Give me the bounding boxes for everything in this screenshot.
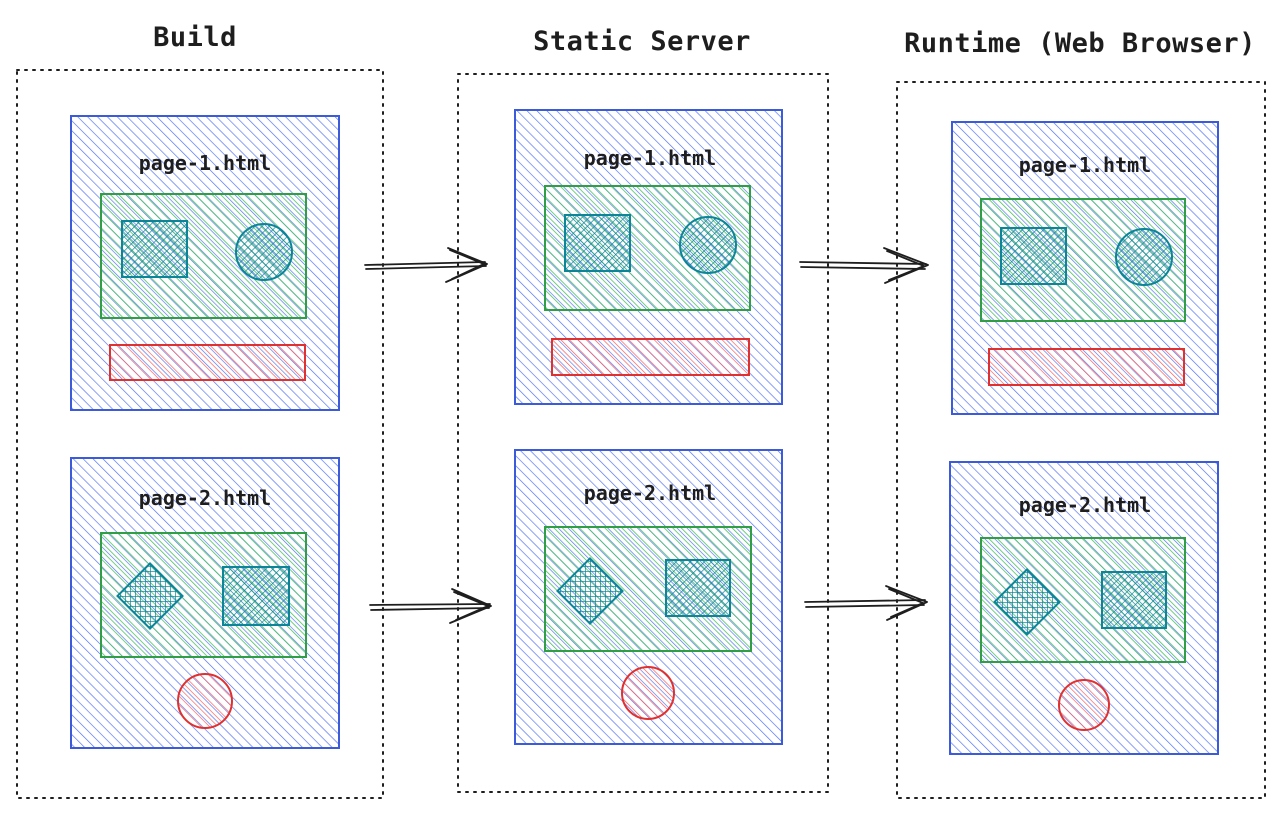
page-label: page-1.html (584, 146, 716, 170)
stage-frame-runtime (896, 81, 1266, 799)
page-card-static-server-page-2: page-2.html (514, 449, 783, 745)
red-circle-shape (1058, 679, 1110, 731)
stage-frame-static-server (457, 73, 829, 793)
page-label: page-2.html (584, 481, 716, 505)
arrow-server-to-runtime-page-2 (804, 585, 928, 621)
page-card-build-page-1: page-1.html (70, 115, 340, 411)
page-label: page-2.html (139, 486, 271, 510)
teal-diamond-shape (993, 568, 1061, 636)
page-label: page-1.html (1019, 153, 1151, 177)
red-circle-shape (177, 673, 233, 729)
page-label: page-1.html (139, 151, 271, 175)
teal-square-shape (1101, 571, 1167, 629)
red-bar-shape (988, 348, 1185, 386)
teal-circle-shape (679, 216, 737, 274)
stage-frame-build (16, 69, 384, 799)
page-card-static-server-page-1: page-1.html (514, 109, 783, 405)
teal-diamond-shape (556, 557, 624, 625)
teal-circle-shape (235, 223, 293, 281)
page-label: page-2.html (1019, 493, 1151, 517)
page-card-build-page-2: page-2.html (70, 457, 340, 749)
teal-square-shape (564, 214, 631, 272)
teal-square-shape (222, 566, 290, 626)
red-circle-shape (621, 666, 675, 720)
red-bar-shape (551, 338, 750, 376)
page-card-runtime-page-1: page-1.html (951, 121, 1219, 415)
arrow-build-to-server-page-2 (369, 588, 492, 624)
red-bar-shape (109, 344, 306, 381)
teal-square-shape (121, 220, 188, 278)
arrow-server-to-runtime-page-1 (799, 247, 929, 284)
teal-circle-shape (1115, 228, 1173, 286)
page-card-runtime-page-2: page-2.html (949, 461, 1219, 755)
teal-square-shape (665, 559, 731, 617)
column-title-build: Build (153, 22, 237, 53)
teal-square-shape (1000, 227, 1067, 285)
teal-diamond-shape (116, 562, 184, 630)
arrow-build-to-server-page-1 (364, 247, 488, 283)
column-title-static-server: Static Server (533, 26, 751, 57)
column-title-runtime: Runtime (Web Browser) (904, 28, 1256, 59)
